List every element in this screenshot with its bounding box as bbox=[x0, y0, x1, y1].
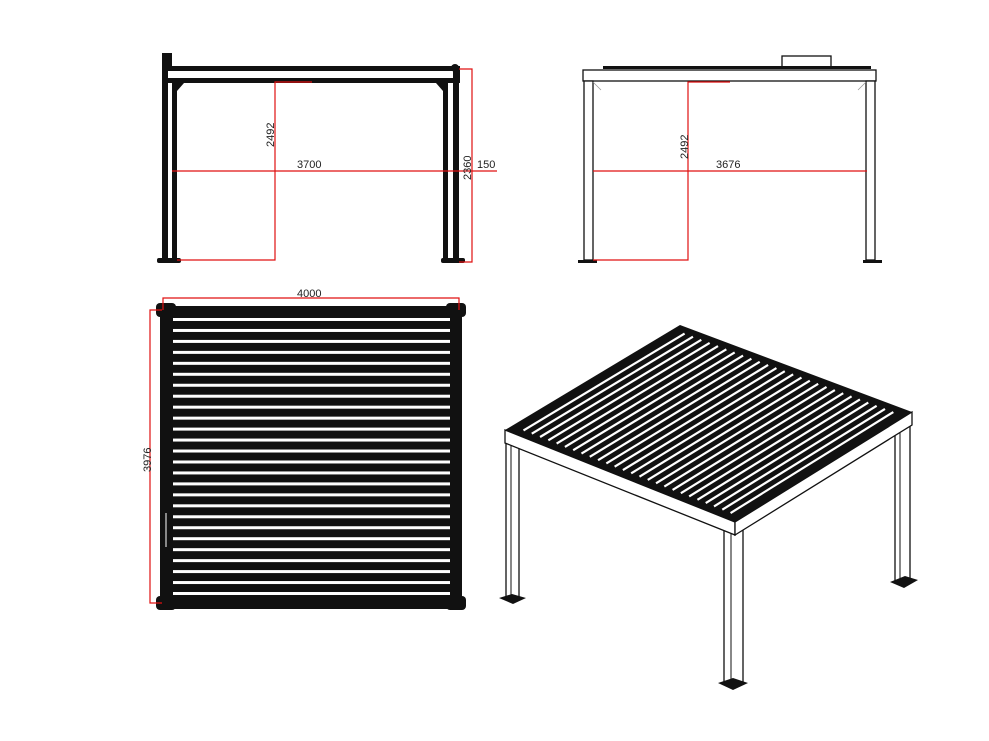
roof-slat bbox=[696, 398, 861, 501]
side-elevation-view: 2492 3676 bbox=[578, 55, 882, 263]
roof-slat bbox=[597, 360, 761, 462]
roof-slat bbox=[173, 318, 450, 321]
roof-slat bbox=[173, 449, 450, 453]
roof-slat bbox=[522, 332, 686, 432]
roof-slat bbox=[173, 482, 450, 486]
dimension-label-offset: 150 bbox=[477, 159, 495, 171]
roof-top bbox=[505, 325, 912, 522]
corner-post bbox=[156, 303, 176, 317]
roof-slat bbox=[630, 373, 794, 475]
roof-slat bbox=[173, 460, 450, 464]
motor-box bbox=[781, 55, 832, 68]
roof-slat bbox=[173, 559, 450, 563]
post-top-cap bbox=[162, 53, 172, 69]
dimension-line-depth bbox=[149, 309, 162, 604]
right-post bbox=[865, 80, 876, 261]
isometric-view bbox=[499, 325, 918, 690]
bracket bbox=[857, 81, 867, 91]
roof-slat bbox=[705, 401, 869, 505]
top-beam-lower bbox=[162, 78, 460, 83]
right-post-outer bbox=[453, 70, 459, 260]
roof-slat bbox=[173, 328, 450, 332]
roof-slat bbox=[173, 383, 450, 387]
roof-slat bbox=[622, 370, 786, 471]
corner-post bbox=[446, 596, 466, 610]
roof-slat bbox=[647, 379, 811, 481]
roof-slat bbox=[721, 407, 886, 511]
leg-front bbox=[718, 519, 748, 690]
roof-slat bbox=[547, 342, 711, 442]
roof-slat bbox=[173, 416, 450, 420]
left-post-outer bbox=[162, 70, 168, 260]
leg-right bbox=[890, 416, 918, 588]
roof-slat bbox=[173, 438, 450, 442]
base-plate bbox=[157, 258, 181, 263]
base-plate bbox=[578, 260, 597, 263]
roof-slat bbox=[173, 515, 450, 519]
roof-slat bbox=[638, 376, 803, 478]
roof-slat bbox=[173, 405, 450, 409]
roof-slat bbox=[173, 471, 450, 475]
roof-strip bbox=[603, 66, 871, 69]
roof-slat bbox=[564, 348, 727, 448]
front-elevation-view: 2492 3700 2360 150 bbox=[157, 53, 497, 263]
roof-slat bbox=[680, 392, 844, 495]
roof-slat bbox=[531, 335, 694, 435]
roof-slat bbox=[572, 351, 736, 452]
roof-slat bbox=[589, 357, 752, 458]
roof-slat bbox=[173, 592, 450, 595]
roof-slat bbox=[173, 537, 450, 541]
roof-slat bbox=[173, 526, 450, 530]
slat-group bbox=[173, 318, 450, 595]
bracket bbox=[177, 83, 184, 91]
dimension-label-width: 3676 bbox=[716, 159, 740, 171]
corner-post bbox=[446, 303, 466, 317]
roof-slat bbox=[173, 350, 450, 354]
bracket bbox=[592, 81, 602, 91]
roof-slat bbox=[605, 364, 769, 465]
side-beam bbox=[582, 69, 877, 82]
roof-slat bbox=[663, 385, 828, 488]
dimension-label-height: 2492 bbox=[265, 123, 277, 147]
dimension-label-total-height: 2360 bbox=[462, 156, 474, 180]
bracket bbox=[436, 83, 443, 91]
roof-slat bbox=[173, 504, 450, 508]
roof-frame bbox=[160, 306, 462, 609]
dimension-line-width bbox=[162, 297, 460, 310]
dimension-line-total-height bbox=[459, 68, 473, 263]
base-plate bbox=[863, 260, 882, 263]
dimension-label-depth: 3976 bbox=[142, 448, 154, 472]
corner-post bbox=[156, 596, 176, 610]
dimension-label-height: 2492 bbox=[679, 135, 691, 159]
roof-slat bbox=[173, 372, 450, 376]
roof-slat bbox=[729, 411, 894, 514]
slat-group bbox=[522, 332, 894, 514]
roof-slat bbox=[173, 548, 450, 552]
roof-slat bbox=[580, 354, 744, 455]
dimension-label-width: 4000 bbox=[297, 288, 321, 300]
top-beam-upper bbox=[162, 66, 460, 71]
roof-slat bbox=[173, 361, 450, 365]
roof-slat bbox=[672, 389, 836, 491]
roof-slat bbox=[173, 581, 450, 585]
roof-slat bbox=[539, 338, 702, 438]
roof-slat bbox=[173, 570, 450, 574]
roof-slat bbox=[556, 345, 719, 445]
roof-slat bbox=[173, 394, 450, 398]
roof-slat bbox=[713, 404, 878, 508]
left-post bbox=[583, 80, 594, 261]
roof-slat bbox=[173, 339, 450, 343]
plan-view: 4000 3976 bbox=[142, 288, 466, 610]
roof-slat bbox=[173, 493, 450, 497]
leg-left bbox=[499, 437, 526, 604]
roof-slat bbox=[173, 427, 450, 431]
roof-slat bbox=[655, 382, 819, 485]
roof-slat bbox=[614, 367, 778, 468]
dimension-label-width: 3700 bbox=[297, 159, 321, 171]
roof-slat bbox=[688, 395, 853, 498]
